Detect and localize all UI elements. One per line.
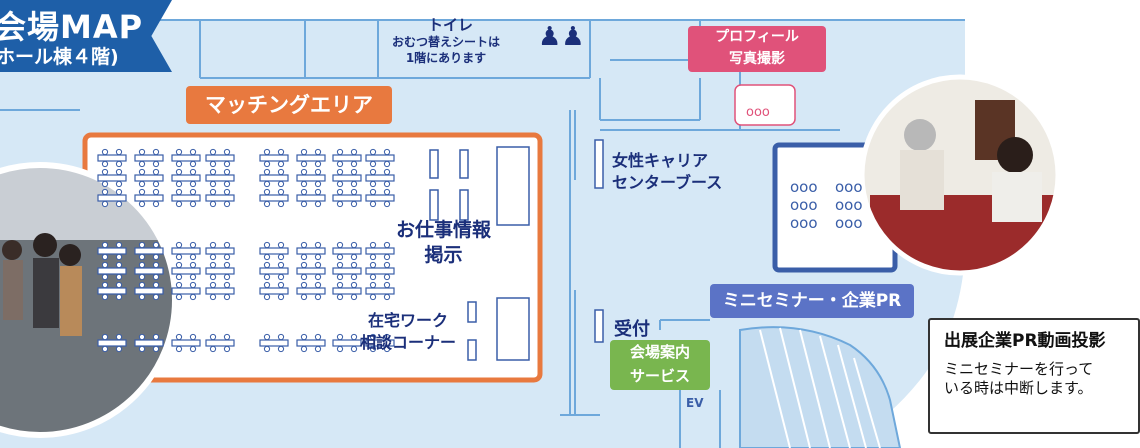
seat-group: ooo — [835, 214, 863, 232]
remote-work-label: 在宅ワーク 相談コーナー — [360, 311, 457, 352]
guide-service-label: 会場案内 サービス — [610, 340, 710, 390]
desk-pair — [259, 148, 289, 168]
desk-pair — [365, 188, 395, 208]
panels — [429, 84, 796, 361]
desk-pair — [205, 148, 235, 168]
desk-pair — [365, 261, 395, 281]
jobs-board-label: お仕事情報 掲示 — [396, 219, 492, 266]
desk-pair — [97, 261, 127, 281]
desk-pair — [171, 261, 201, 281]
desk-pair — [171, 333, 201, 353]
seminar-label: ミニセミナー・企業PR — [710, 284, 914, 318]
desk-pair — [332, 188, 362, 208]
seat-group: ooo — [790, 178, 818, 196]
map-title: 会場MAP — [0, 8, 144, 46]
desk-pair — [259, 168, 289, 188]
desk-pair — [259, 281, 289, 301]
desk-pair — [365, 333, 395, 353]
desk-pair — [259, 241, 289, 261]
desk-pair — [296, 281, 326, 301]
toilet-label: トイレ — [428, 16, 474, 34]
desk-pair — [97, 333, 127, 353]
desk-pair — [205, 168, 235, 188]
map-subtitle: ホール棟４階) — [0, 46, 119, 68]
desk-pair — [97, 241, 127, 261]
desk-pair — [365, 148, 395, 168]
desk-pair — [205, 261, 235, 281]
desk-pair — [332, 148, 362, 168]
desk-pair — [97, 281, 127, 301]
desk-pair — [332, 241, 362, 261]
desk-pair — [259, 333, 289, 353]
pr-video-note-body: ミニセミナーを行って いる時は中断します。 — [944, 360, 1094, 397]
desk-pair — [332, 333, 362, 353]
desk-pair — [259, 261, 289, 281]
seat-group: ooo — [790, 214, 818, 232]
desk-pair — [296, 333, 326, 353]
desk-pair — [296, 148, 326, 168]
desk-pair — [205, 281, 235, 301]
staircase — [739, 326, 902, 448]
desk-pair — [332, 261, 362, 281]
desk-pair — [296, 261, 326, 281]
desk-pair — [171, 188, 201, 208]
profile-photo-label: プロフィール 写真撮影 — [688, 26, 826, 72]
desk-pair — [134, 261, 164, 281]
desk-pair — [296, 188, 326, 208]
desk-pair — [365, 168, 395, 188]
photo-desk-seats: ooo — [746, 105, 770, 120]
desk-pair — [365, 241, 395, 261]
desk-pair — [97, 188, 127, 208]
seat-group: ooo — [790, 196, 818, 214]
desk-pair — [296, 241, 326, 261]
career-booth-label: 女性キャリア センターブース — [612, 151, 723, 192]
desk-pair — [134, 241, 164, 261]
desk-pair — [97, 168, 127, 188]
desk-pair — [171, 241, 201, 261]
desk-pair — [134, 333, 164, 353]
desk-pair — [205, 333, 235, 353]
desk-pair — [97, 148, 127, 168]
desk-pair — [296, 168, 326, 188]
event-photo-right — [859, 74, 1061, 276]
desk-pair — [365, 281, 395, 301]
desk-pair — [134, 168, 164, 188]
desk-pair — [332, 281, 362, 301]
seat-group: ooo — [835, 196, 863, 214]
desk-pair — [171, 148, 201, 168]
elevator-label: EV — [686, 396, 704, 410]
reception-label: 受付 — [614, 319, 650, 340]
desk-pair — [134, 281, 164, 301]
desk-pair — [171, 281, 201, 301]
matching-area-label: マッチングエリア — [186, 86, 392, 124]
desk-pair — [134, 188, 164, 208]
seat-group: ooo — [835, 178, 863, 196]
desk-pair — [134, 148, 164, 168]
desk-pair — [205, 241, 235, 261]
desk-pair — [259, 188, 289, 208]
pr-video-note-title: 出展企業PR動画投影 — [944, 331, 1106, 351]
map-title-banner: 会場MAP ホール棟４階) — [0, 0, 172, 72]
desk-pair — [332, 168, 362, 188]
toilet-note: おむつ替えシートは 1階にあります — [392, 35, 501, 65]
pr-video-note: 出展企業PR動画投影 ミニセミナーを行って いる時は中断します。 — [928, 318, 1140, 434]
desk-pair — [205, 188, 235, 208]
desk-pair — [171, 168, 201, 188]
toilet-icon: ♟♟ — [538, 22, 585, 52]
